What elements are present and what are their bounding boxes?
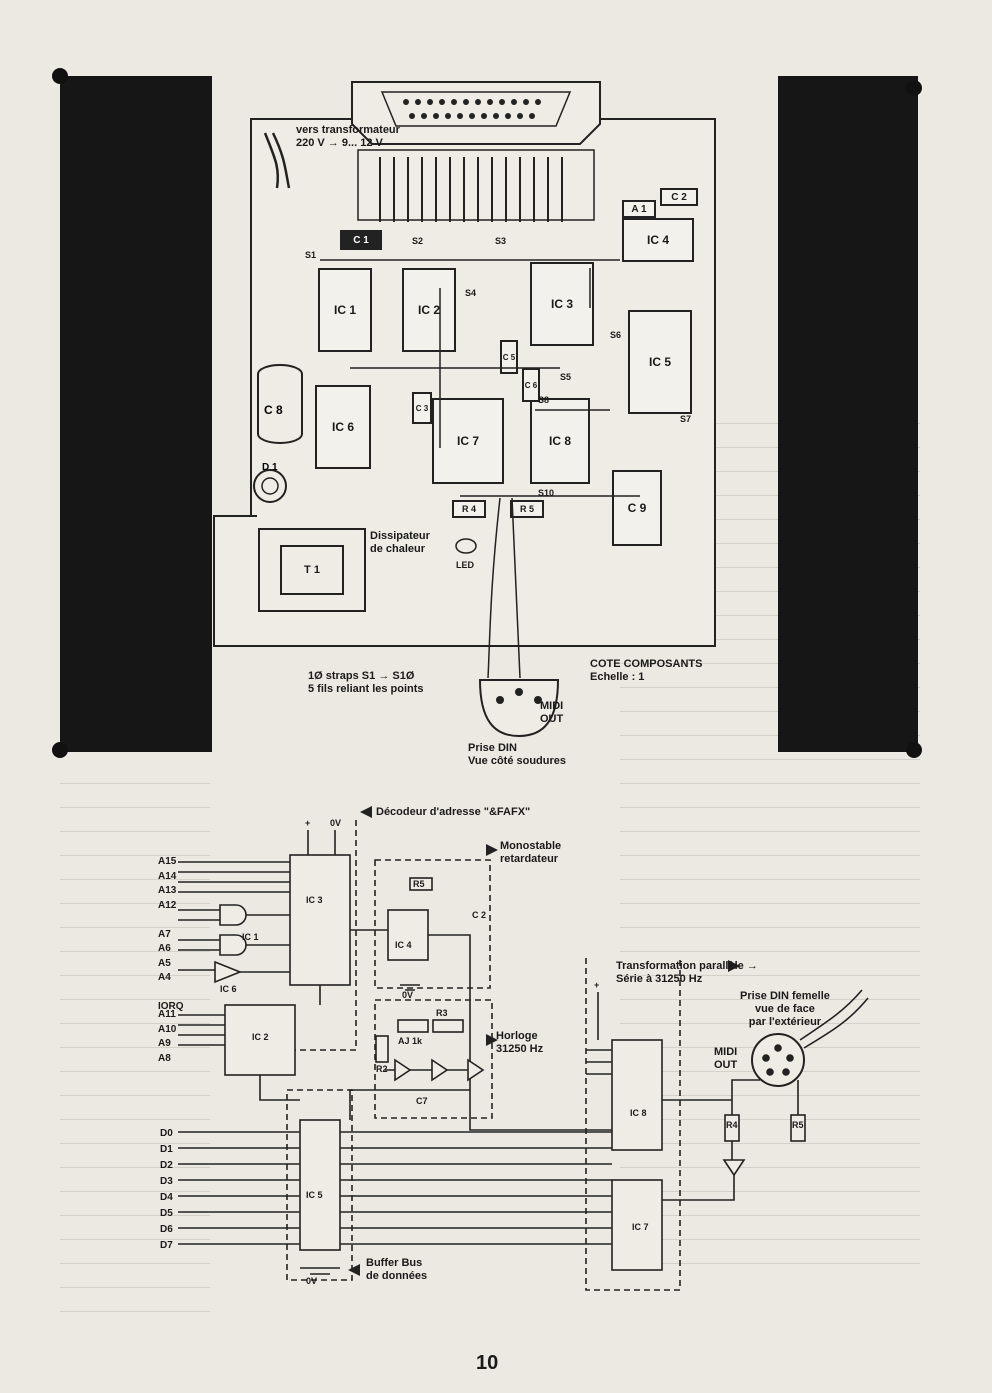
c9: C 9	[612, 470, 662, 546]
ic6-label: IC 6	[331, 420, 354, 434]
board-straps	[320, 259, 640, 679]
vcc-rail-2: +	[594, 980, 600, 990]
sch-ic2: IC 2	[252, 1032, 269, 1042]
sch-c2: C 2	[472, 910, 487, 920]
address-lines-a11-a8: A11 A10 A9 A8	[158, 1009, 177, 1064]
c3: C 3	[412, 392, 432, 424]
strap-s2: S2	[412, 236, 424, 246]
din-midi-out-label: MIDI OUT	[540, 700, 564, 725]
t1-label: T 1	[304, 564, 320, 576]
d1-regulator: D 1	[253, 462, 287, 503]
sch-aj: AJ 1k	[398, 1036, 423, 1046]
ic2-footprint: IC 2	[402, 268, 456, 352]
sch-r4: R4	[726, 1120, 738, 1130]
c8-label: C 8	[264, 403, 283, 417]
strap-s3: S3	[495, 236, 507, 246]
strap-s8: S8	[538, 395, 550, 405]
sch-ic6: IC 6	[220, 984, 237, 994]
pcb-left-extension	[213, 515, 257, 647]
strap-s4: S4	[465, 288, 477, 298]
registration-dot-top-left	[52, 68, 68, 84]
ic2-label: IC 2	[417, 303, 440, 317]
c6: C 6	[522, 368, 540, 402]
c8-capacitor: C 8	[257, 364, 303, 444]
black-block-right	[778, 76, 918, 752]
ic8-label: IC 8	[548, 434, 571, 448]
a1: A 1	[622, 200, 656, 218]
layout-caption: COTE COMPOSANTS Echelle : 1	[590, 658, 703, 683]
sch-ic8: IC 8	[630, 1108, 647, 1118]
strap-s7: S7	[680, 414, 692, 424]
schematic-midi-out: MIDI OUT	[714, 1046, 738, 1071]
page-number: 10	[476, 1352, 499, 1374]
c1: C 1	[340, 230, 382, 250]
sch-c7: C7	[416, 1096, 428, 1106]
black-block-left	[60, 76, 212, 752]
c2: C 2	[660, 188, 698, 206]
sch-ic3: IC 3	[306, 895, 323, 905]
strap-s1: S1	[305, 250, 317, 260]
transformer-note: vers transformateur 220 V → 9... 12 V	[296, 124, 400, 149]
ic5-label: IC 5	[648, 355, 671, 369]
ic7-footprint: IC 7	[432, 398, 504, 484]
ic3-footprint: IC 3	[530, 262, 594, 346]
led-symbol	[455, 538, 477, 554]
ic6-footprint: IC 6	[315, 385, 371, 469]
c5: C 5	[500, 340, 518, 374]
d1-label: D 1	[262, 462, 278, 473]
r5: R 5	[510, 500, 544, 518]
gnd-rail-3: 0V	[402, 990, 414, 1000]
ic3-label: IC 3	[550, 297, 573, 311]
ic4-label: IC 4	[646, 233, 669, 247]
decoder-label: Décodeur d'adresse "&FAFX"	[376, 806, 531, 818]
db25-connector	[351, 81, 601, 222]
power-wires	[263, 132, 291, 189]
sch-ic1: IC 1	[242, 932, 259, 942]
led-label: LED	[456, 560, 474, 570]
buffer-label: Buffer Bus de données	[366, 1257, 428, 1282]
sch-r5b: R5	[792, 1120, 804, 1130]
gnd-rail-1: 0V	[330, 818, 342, 828]
ic4-footprint: IC 4	[622, 218, 694, 262]
ic8-footprint: IC 8	[530, 398, 590, 484]
ic5-footprint: IC 5	[628, 310, 692, 414]
din-plug-layout	[478, 679, 560, 738]
din-caption: Prise DIN Vue côté soudures	[468, 742, 567, 767]
strap-s10: S10	[538, 488, 555, 498]
ic1-label: IC 1	[333, 303, 356, 317]
monostable-label: Monostable retardateur	[500, 840, 562, 865]
sch-r2: R2	[376, 1064, 388, 1074]
transform-label: Transformation parallèle → Série à 31250…	[616, 960, 758, 985]
component-layout: vers transformateur 220 V → 9... 12 V IC…	[213, 81, 716, 767]
sch-ic5: IC 5	[306, 1190, 323, 1200]
bleed-through-text-left	[60, 760, 210, 1320]
heatsink-label: Dissipateur de chaleur	[370, 530, 430, 555]
registration-dot-bottom-left	[52, 742, 68, 758]
din-female-label: Prise DIN femelle vue de face par l'exté…	[740, 990, 830, 1028]
strap-note: 1Ø straps S1 → S1Ø 5 fils reliant les po…	[308, 670, 424, 695]
registration-dot-top-right	[906, 80, 922, 96]
registration-dot-bottom-right	[906, 742, 922, 758]
strap-s6: S6	[610, 330, 622, 340]
data-lines-d0-d7: D0 D1 D2 D3 D4 D5 D6 D7	[160, 1128, 173, 1251]
ic1-footprint: IC 1	[318, 268, 372, 352]
sch-r5: R5	[413, 879, 425, 889]
address-lines-a15-a4: A15 A14 A13 A12 A7 A6 A5 A4 IORQ	[158, 856, 184, 1012]
ic7-label: IC 7	[456, 434, 479, 448]
strap-s5: S5	[560, 372, 572, 382]
vcc-rail-1: +	[305, 818, 311, 828]
sch-ic4: IC 4	[395, 940, 412, 950]
t1-heatsink: T 1	[258, 528, 366, 612]
sch-ic7: IC 7	[632, 1222, 649, 1232]
sch-r3: R3	[436, 1008, 448, 1018]
r4: R 4	[452, 500, 486, 518]
clock-label: Horloge 31250 Hz	[496, 1030, 544, 1055]
gnd-rail-2: 0V	[306, 1276, 318, 1286]
